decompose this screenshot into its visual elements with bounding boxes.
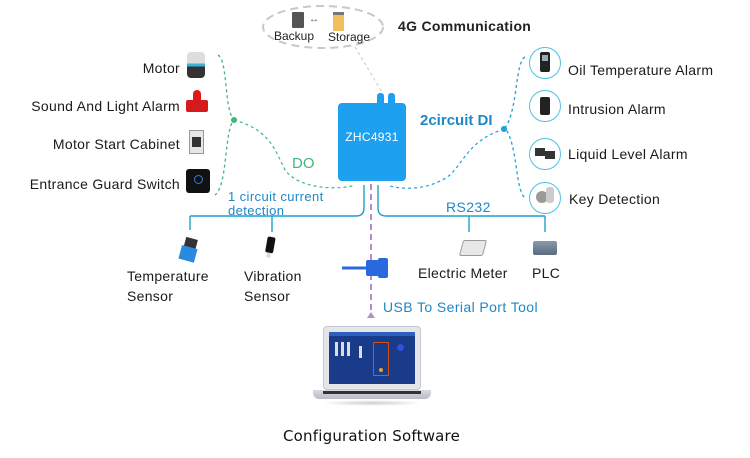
device-module: ZHC4931 [338, 93, 406, 185]
comm-label: 4G Communication [398, 18, 532, 34]
rs232-label: RS232 [446, 199, 491, 215]
motor-icon [187, 52, 205, 78]
device-antenna-1 [377, 93, 384, 105]
device-body [338, 103, 406, 181]
current-bus-line [189, 185, 365, 232]
bidirectional-arrow-icon: ↔ [309, 14, 319, 25]
device-model-label: ZHC4931 [345, 130, 399, 144]
cloud-link-line [354, 46, 383, 93]
laptop-shadow [321, 400, 423, 406]
liquid-level-alarm-icon [529, 138, 561, 170]
di-link-line [389, 128, 505, 189]
device-antenna-2 [388, 93, 395, 105]
vibration-sensor-label-line2: Sensor [244, 288, 291, 304]
temperature-sensor-label-line1: Temperature [127, 268, 209, 284]
backup-server-icon [292, 12, 304, 28]
do-item-motor-label: Motor [142, 60, 180, 76]
vibration-sensor-label-line1: Vibration [244, 268, 302, 284]
usb-arrow [367, 312, 375, 318]
usb-serial-cable-icon [342, 258, 388, 278]
current-detection-label-line2: detection [228, 203, 285, 218]
backup-label: Backup [274, 29, 315, 43]
do-bracket [214, 54, 235, 196]
sound-light-alarm-icon [186, 90, 208, 114]
key-detection-icon [529, 182, 561, 214]
electric-meter-label: Electric Meter [418, 265, 508, 281]
laptop-screen-frame [323, 326, 421, 390]
rs232-bus-line [377, 185, 546, 232]
di-item-liquid-level-alarm-label: Liquid Level Alarm [568, 146, 688, 162]
do-link-line [233, 119, 356, 189]
entrance-guard-switch-icon [186, 169, 210, 193]
di-label: 2circuit DI [420, 112, 493, 129]
laptop-base [313, 390, 431, 399]
temperature-sensor-label-line2: Sensor [127, 288, 174, 304]
oil-temperature-alarm-icon [529, 47, 561, 79]
di-item-oil-temperature-alarm-label: Oil Temperature Alarm [568, 62, 714, 78]
di-item-key-detection-label: Key Detection [569, 191, 661, 207]
laptop-icon [313, 326, 431, 408]
do-item-entrance-guard-switch-label: Entrance Guard Switch [29, 176, 180, 192]
electric-meter-icon [458, 240, 488, 256]
do-item-sound-light-alarm-label: Sound And Light Alarm [31, 98, 180, 114]
intrusion-alarm-icon [529, 90, 561, 122]
do-label: DO [292, 155, 315, 172]
usb-tool-label: USB To Serial Port Tool [383, 299, 538, 315]
di-item-intrusion-alarm-label: Intrusion Alarm [568, 101, 666, 117]
storage-label: Storage [328, 30, 371, 44]
software-label: Configuration Software [283, 427, 461, 445]
storage-card-icon [333, 12, 344, 31]
di-bracket [504, 56, 526, 199]
current-detection-label-line1: 1 circuit current [228, 189, 324, 204]
do-item-motor-start-cabinet-label: Motor Start Cabinet [52, 136, 180, 152]
motor-start-cabinet-icon [189, 130, 204, 154]
plc-icon [533, 241, 557, 255]
cloud-storage-outline [262, 5, 384, 49]
scada-screen [329, 332, 415, 384]
plc-label: PLC [532, 265, 561, 281]
